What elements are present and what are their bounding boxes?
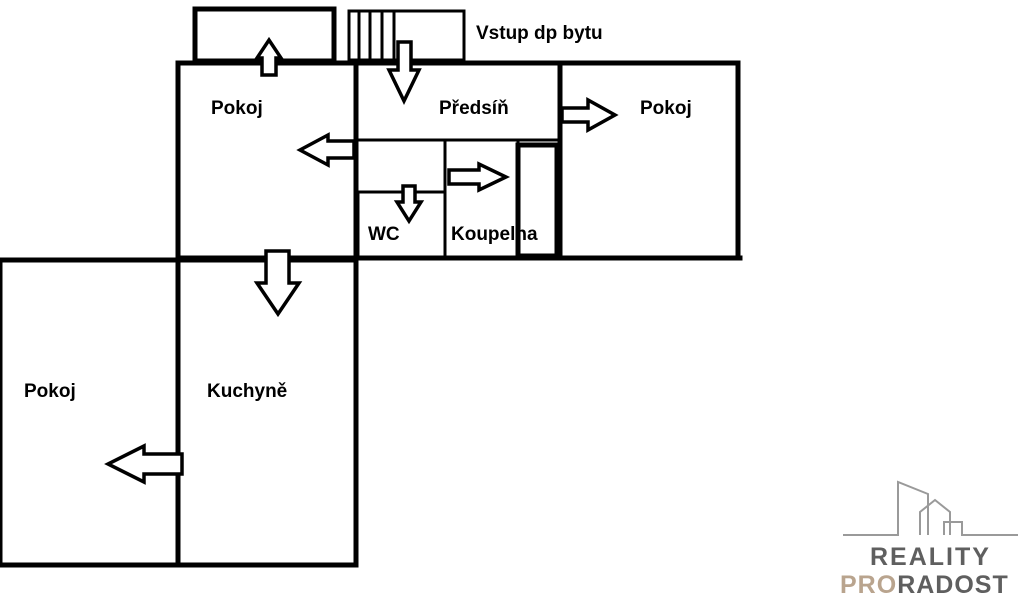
arrow-down-icon: [253, 249, 303, 318]
arrow-up-icon: [253, 36, 285, 77]
entrance-label: Vstup dp bytu: [476, 23, 603, 44]
arrow-left-icon: [104, 443, 184, 485]
room-label-pokoj-top-right: Pokoj: [640, 98, 692, 119]
room-label-bathroom: Koupelna: [451, 224, 538, 245]
room-label-kitchen: Kuchyně: [207, 381, 287, 402]
walls: [0, 60, 743, 568]
arrows: [104, 36, 619, 485]
logo-text-pro: PRO: [840, 571, 897, 599]
company-logo: REALITY PRORADOST: [840, 480, 1018, 599]
room-label-pokoj-bottom-left: Pokoj: [24, 381, 76, 402]
room-label-wc: WC: [368, 224, 400, 245]
arrow-down-icon: [393, 184, 425, 225]
logo-text-reality: REALITY: [870, 543, 991, 571]
arrow-right-icon: [560, 97, 619, 133]
arrow-down-icon: [386, 40, 422, 106]
logo-text-radost: RADOST: [897, 571, 1009, 599]
arrow-right-icon: [447, 161, 511, 193]
logo-text-proradost: PRORADOST: [840, 571, 1009, 599]
house-logo-icon: [843, 480, 1018, 536]
room-label-hall: Předsíň: [439, 98, 509, 119]
arrow-left-icon: [296, 132, 356, 168]
room-label-pokoj-top-left: Pokoj: [211, 98, 263, 119]
